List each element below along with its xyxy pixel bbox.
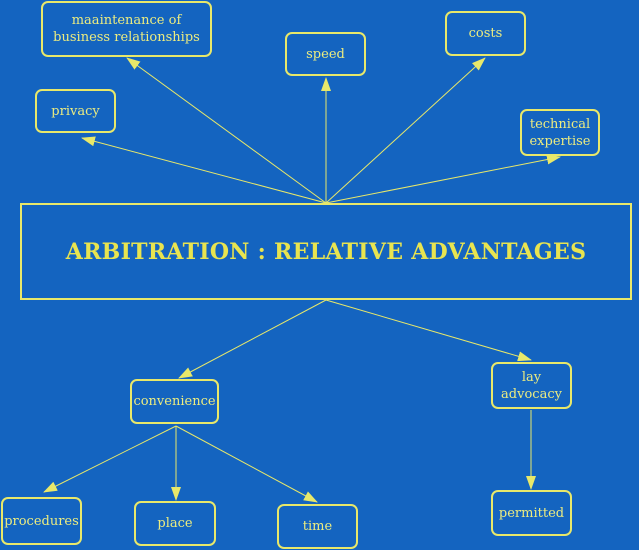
node-speed: speed (285, 32, 366, 76)
node-maintenance: maaintenance of business relationships (41, 1, 212, 57)
node-costs: costs (445, 11, 526, 56)
arrow-to-time (175, 425, 318, 503)
arrow-to-lay-advocacy (325, 299, 532, 362)
node-permitted: permitted (491, 490, 572, 536)
node-time: time (277, 504, 358, 549)
arrow-to-privacy (81, 136, 327, 204)
arrow-to-maintenance (126, 57, 327, 204)
node-technical: technical expertise (520, 109, 600, 156)
node-privacy: privacy (35, 89, 116, 133)
node-convenience: convenience (130, 379, 219, 424)
arrow-to-costs (325, 57, 486, 204)
node-procedures: procedures (1, 497, 82, 545)
main-topic-box: ARBITRATION : RELATIVE ADVANTAGES (20, 203, 632, 300)
node-lay-advocacy: lay advocacy (491, 362, 572, 409)
main-title: ARBITRATION : RELATIVE ADVANTAGES (65, 238, 587, 265)
arrow-to-convenience (178, 299, 327, 379)
arrow-to-procedures (43, 425, 177, 493)
arrow-to-technical (325, 154, 561, 204)
node-place: place (134, 501, 216, 546)
